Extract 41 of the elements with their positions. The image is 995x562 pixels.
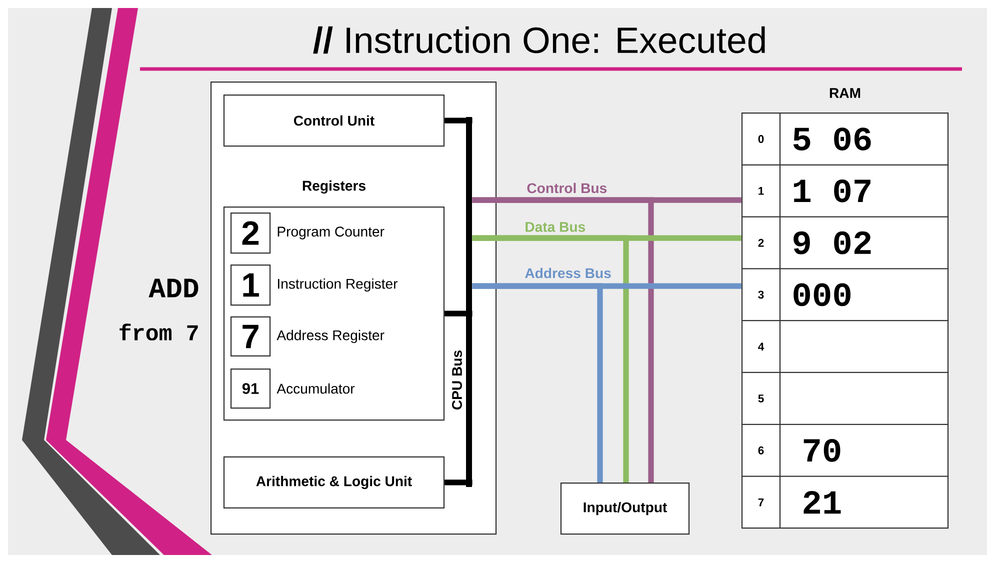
address-number: 2 <box>758 238 764 247</box>
bus-line <box>472 283 603 482</box>
cpu-bus-bar <box>466 117 472 487</box>
bus-line <box>472 197 654 482</box>
alu-box: Arithmetic & Logic Unit <box>223 456 445 509</box>
register-name: Address Register <box>276 330 384 344</box>
io-box: Input/Output <box>560 482 690 535</box>
memory-value: 21 <box>804 491 841 514</box>
node-label: RAM <box>830 88 860 98</box>
register-name: Instruction Register <box>278 278 398 292</box>
register-value-box: 2 <box>230 212 271 254</box>
register-name: Accumulator <box>276 383 355 394</box>
memory-value: 70 <box>804 438 840 462</box>
memory-value: 5 06 <box>793 128 871 150</box>
bus-line <box>444 118 472 124</box>
address-number: 3 <box>758 290 764 299</box>
bus-line <box>472 235 629 482</box>
address-number: 6 <box>758 446 764 454</box>
address-number: 5 <box>758 394 764 402</box>
memory-value: 1 07 <box>794 179 870 202</box>
register-name: Program Counter <box>278 226 384 240</box>
edge-label: Address Bus <box>525 268 611 278</box>
address-number: 4 <box>758 342 764 350</box>
memory-value: 9 02 <box>794 231 871 254</box>
address-number: 0 <box>758 135 764 143</box>
title: // Instruction One: Executed <box>313 26 765 54</box>
node-label: Registers <box>302 180 366 194</box>
memory-value: 000 <box>794 283 850 306</box>
register-value-box: 1 <box>230 264 271 306</box>
bus-line <box>444 480 472 486</box>
instruction-text: from 7 <box>120 324 198 340</box>
register-value-box: 7 <box>230 316 271 357</box>
instruction-text: ADD <box>148 278 198 298</box>
address-number: 1 <box>758 187 764 195</box>
edge-label: Data Bus <box>526 222 586 232</box>
bus-line <box>444 310 472 316</box>
register-value-box: 91 <box>230 368 271 409</box>
control-unit-box: Control Unit <box>223 94 445 147</box>
bus-name: CPU Bus <box>452 350 462 410</box>
address-number: 7 <box>758 498 764 506</box>
edge-label: Control Bus <box>527 182 607 194</box>
